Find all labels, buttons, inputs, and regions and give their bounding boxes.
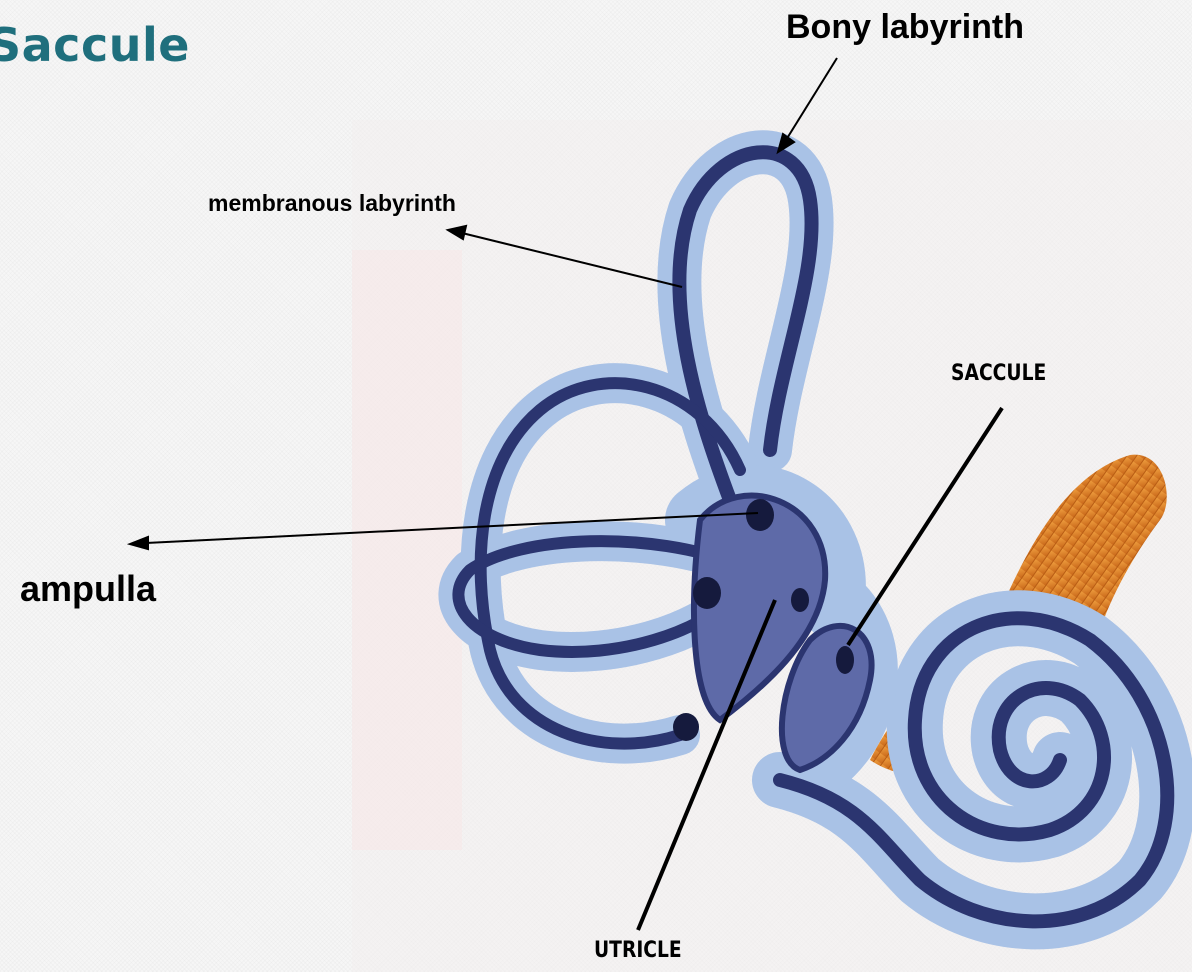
background-art-pink (352, 250, 462, 850)
utricle-label: UTRICLE (594, 938, 682, 963)
saccule-label: SACCULE (951, 361, 1046, 386)
bony-labyrinth-label: Bony labyrinth (786, 8, 1024, 47)
membranous-labyrinth-label: membranous labyrinth (208, 190, 456, 217)
ampulla-dot (693, 577, 721, 609)
ampulla-dot (746, 499, 774, 531)
ampulla-label: ampulla (20, 568, 156, 610)
utricle-dot (791, 588, 809, 612)
saccule-dot (836, 646, 854, 674)
ampulla-arrowhead (130, 537, 148, 549)
ampulla-dot (673, 713, 699, 741)
